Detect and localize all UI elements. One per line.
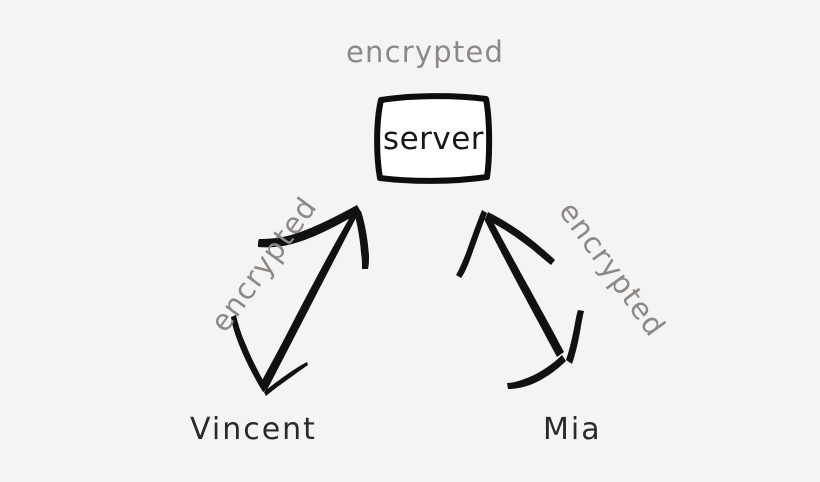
node-server[interactable]: server bbox=[373, 91, 494, 184]
node-server-outline bbox=[374, 93, 493, 184]
label-encrypted-top: encrypted bbox=[346, 35, 505, 69]
arrowhead-lower-right-whisker-right bbox=[566, 310, 584, 364]
arrow-shaft-right bbox=[484, 216, 564, 357]
arrowhead-upper-left-whisker bbox=[258, 205, 361, 248]
arrowhead-lower-left-whisker-right bbox=[507, 355, 566, 389]
label-actor-vincent: Vincent bbox=[190, 412, 317, 447]
arrow-server-mia bbox=[456, 210, 584, 389]
arrowhead-upper-right-whisker bbox=[354, 211, 369, 269]
arrow-shaft-left-taper bbox=[261, 212, 356, 387]
arrow-vincent-server bbox=[231, 205, 369, 396]
arrowhead-lower-right-whisker bbox=[264, 362, 308, 396]
node-server-label: server bbox=[382, 120, 485, 157]
label-actor-mia: Mia bbox=[543, 412, 602, 447]
arrowhead-upper-left-whisker-right bbox=[456, 210, 487, 278]
arrowhead-lower-left-whisker bbox=[231, 315, 268, 392]
arrowhead-upper-right-whisker-right bbox=[485, 212, 555, 265]
